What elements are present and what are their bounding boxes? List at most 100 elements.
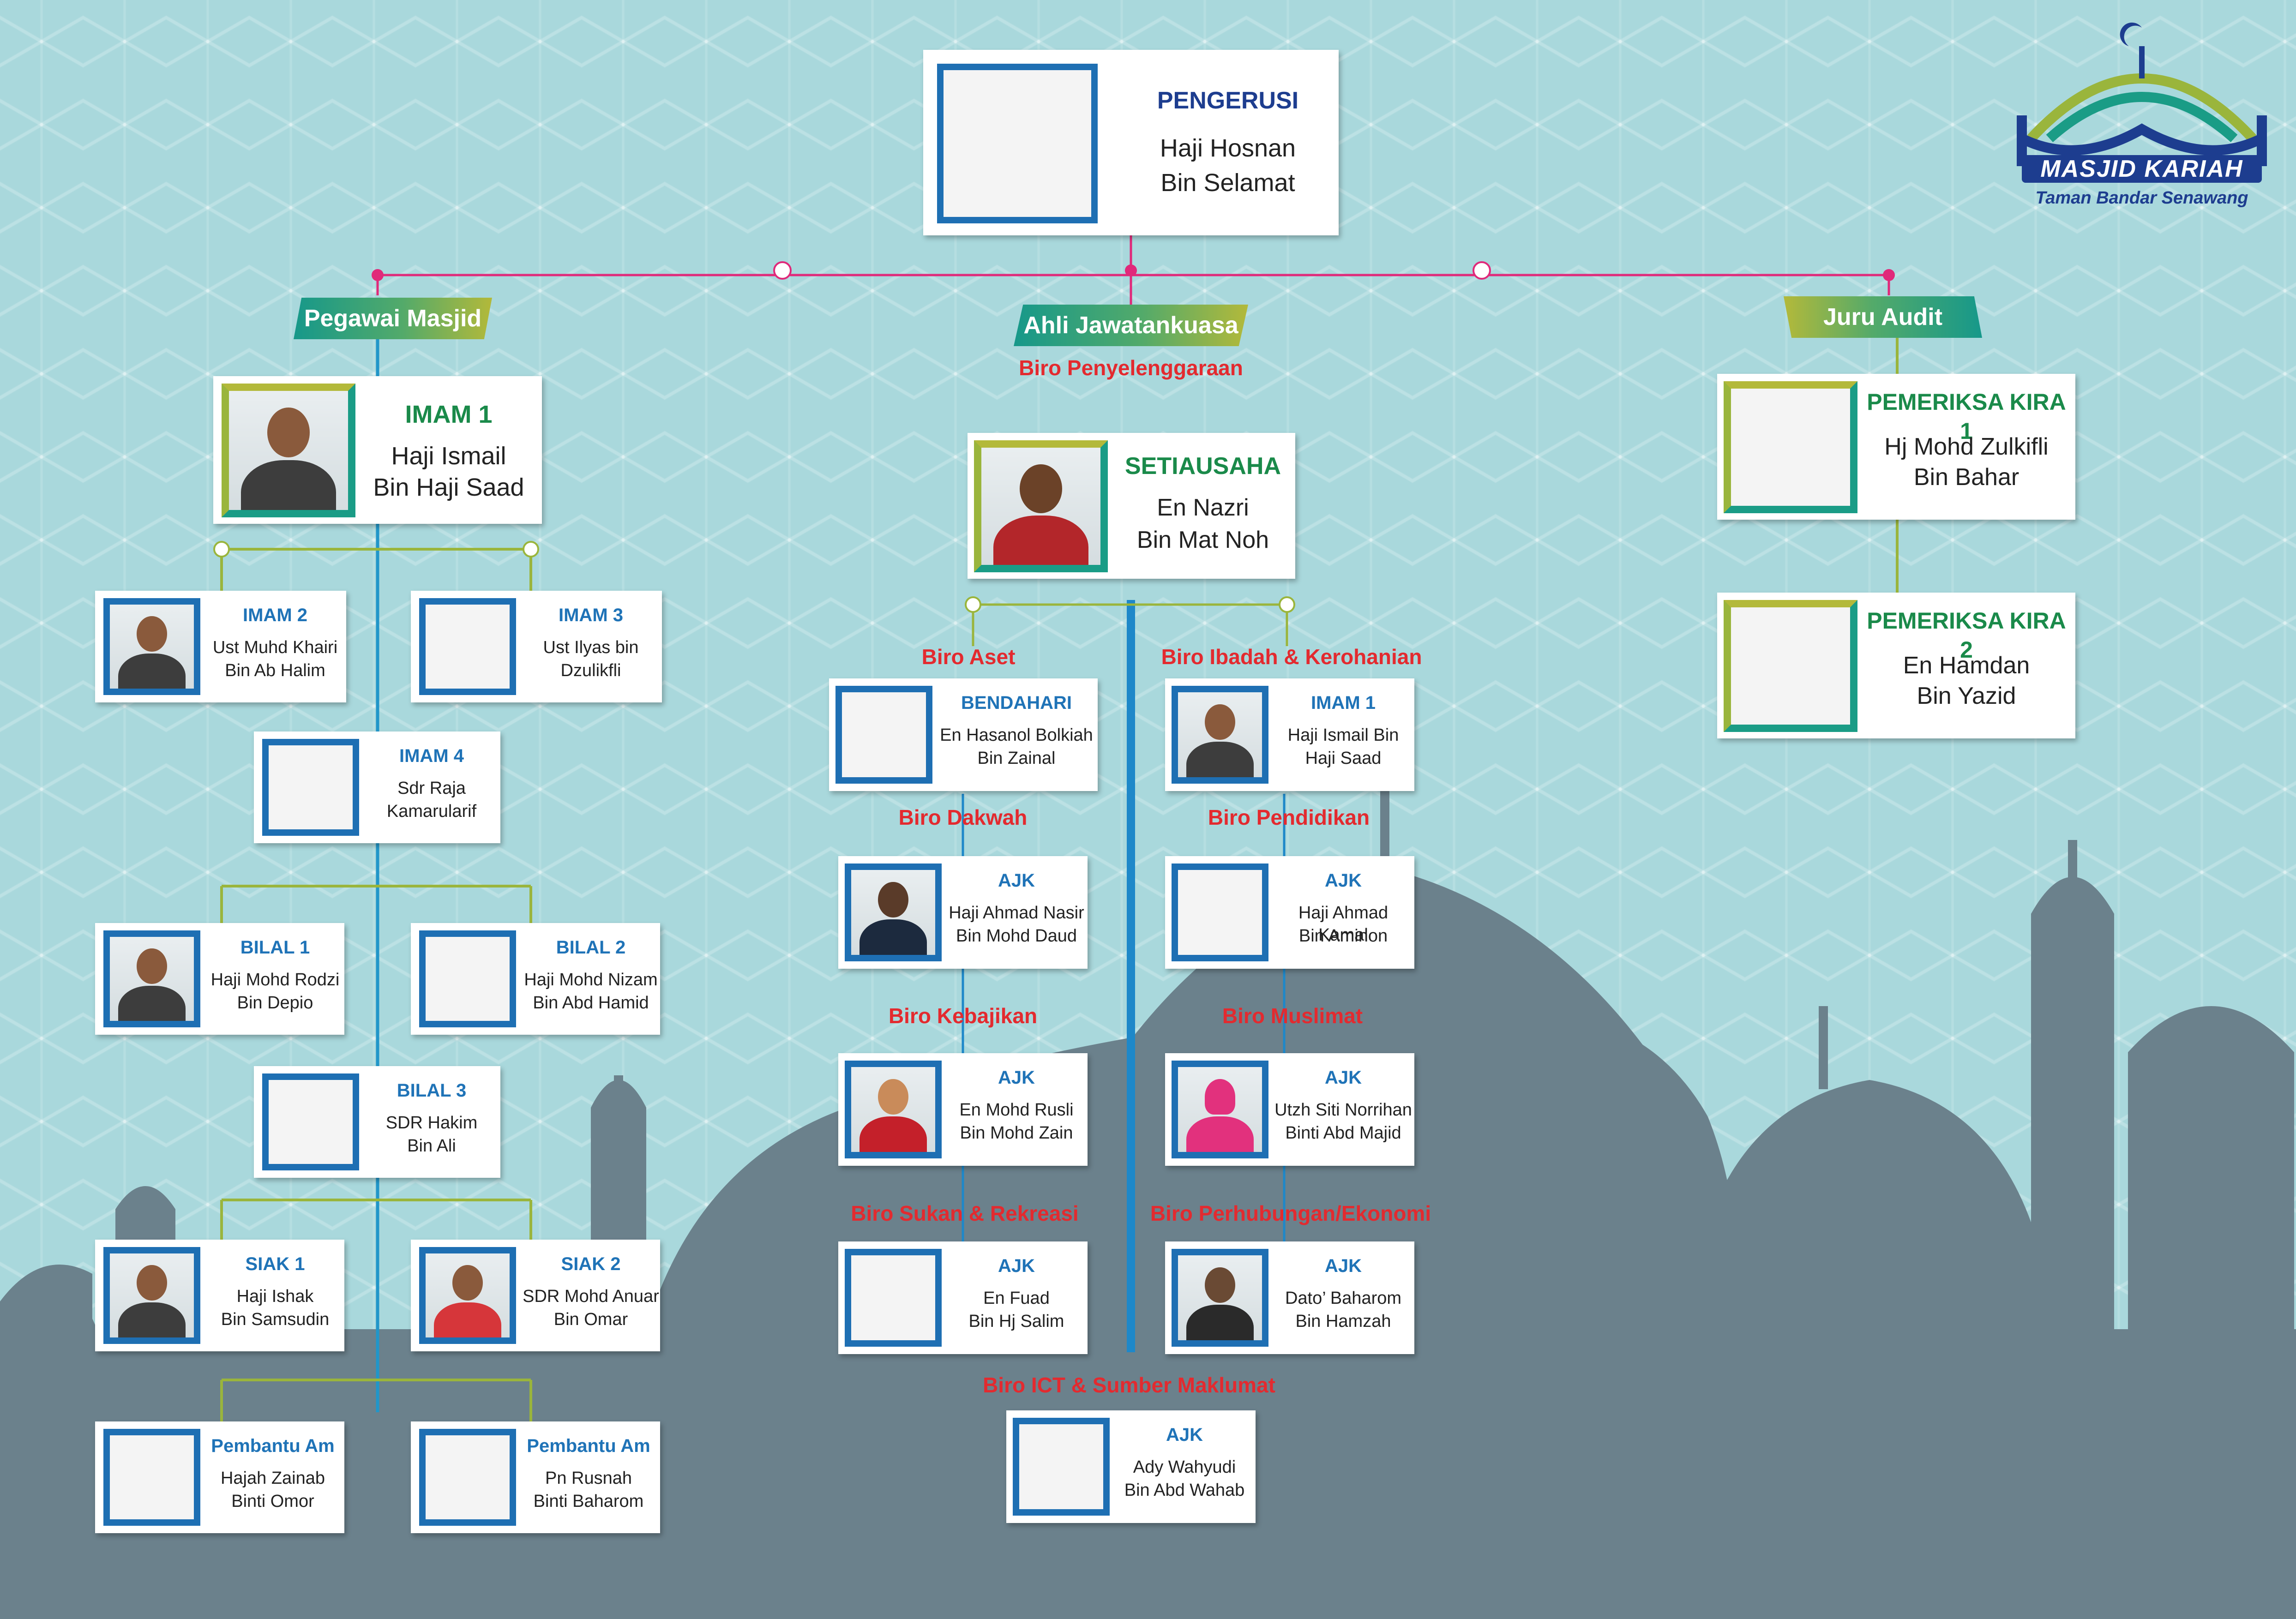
- ajk-ict-name-1: Ady Wahyudi: [1133, 1457, 1236, 1477]
- ajk-sukan-name-2: Bin Hj Salim: [968, 1312, 1064, 1331]
- tag-pegawai-masjid: Pegawai Masjid: [294, 298, 492, 339]
- bilal-3-role: BILAL 3: [397, 1080, 467, 1101]
- setiausaha-role: SETIAUSAHA: [1124, 453, 1281, 480]
- biro-sukan-rekreasi: Biro Sukan & Rekreasi: [851, 1201, 1079, 1225]
- pemeriksa-kira-1-role: PEMERIKSA KIRA 1: [1867, 389, 2066, 444]
- pengerusi-name-1: Haji Hosnan: [1160, 134, 1296, 162]
- photo-frame-icon: [845, 1061, 942, 1158]
- imam-4-role: IMAM 4: [399, 746, 464, 766]
- card-bilal-2: BILAL 2 Haji Mohd Nizam Bin Abd Hamid: [411, 923, 660, 1035]
- ajk-sukan-role: AJK: [998, 1256, 1035, 1276]
- ajk-imam-1-name-1: Haji Ismail Bin: [1287, 726, 1399, 745]
- photo-frame-icon: [103, 930, 200, 1027]
- imam-4-name-1: Sdr Raja: [397, 779, 466, 798]
- pembantu-am-1-name-2: Binti Omor: [231, 1492, 314, 1511]
- card-pemeriksa-kira-1: PEMERIKSA KIRA 1 Hj Mohd Zulkifli Bin Ba…: [1717, 374, 2075, 520]
- photo-frame-icon: [419, 930, 516, 1027]
- ajk-ict-name-2: Bin Abd Wahab: [1124, 1481, 1245, 1500]
- biro-aset: Biro Aset: [921, 645, 1016, 669]
- setiausaha-name-1: En Nazri: [1157, 494, 1249, 521]
- photo-frame-icon: [835, 686, 932, 784]
- ajk-pendidikan-role: AJK: [1324, 870, 1362, 891]
- siak-1-name-2: Bin Samsudin: [221, 1310, 330, 1329]
- siak-2-name-2: Bin Omar: [553, 1310, 628, 1329]
- biro-ict-sumber-maklumat: Biro ICT & Sumber Maklumat: [983, 1373, 1275, 1397]
- photo-frame-icon: [1172, 1249, 1268, 1347]
- photo-frame-icon: [1172, 863, 1268, 961]
- biro-kebajikan: Biro Kebajikan: [888, 1004, 1038, 1028]
- photo-frame-icon: [845, 1249, 942, 1347]
- imam-1-name-1: Haji Ismail: [391, 442, 506, 470]
- pembantu-am-2-role: Pembantu Am: [527, 1436, 650, 1456]
- photo-frame-icon: [262, 1073, 359, 1170]
- bendahari-name-2: Bin Zainal: [977, 749, 1056, 768]
- siak-2-name-1: SDR Mohd Anuar: [523, 1287, 659, 1306]
- bendahari-role: BENDAHARI: [961, 693, 1072, 713]
- pengerusi-name-2: Bin Selamat: [1160, 169, 1295, 197]
- pemeriksa-kira-2-role: PEMERIKSA KIRA 2: [1867, 608, 2066, 663]
- photo-frame-icon: [1013, 1418, 1110, 1516]
- ajk-imam-1-name-2: Haji Saad: [1305, 749, 1382, 768]
- biro-muslimat: Biro Muslimat: [1222, 1004, 1363, 1028]
- pembantu-am-2-name-2: Binti Baharom: [533, 1492, 644, 1511]
- pengerusi-role: PENGERUSI: [1157, 87, 1299, 114]
- biro-pendidikan: Biro Pendidikan: [1208, 805, 1370, 829]
- card-bilal-3: BILAL 3 SDR Hakim Bin Ali: [254, 1066, 500, 1178]
- logo-subtitle: Taman Bandar Senawang: [2035, 188, 2248, 208]
- pembantu-am-2-name-1: Pn Rusnah: [545, 1469, 632, 1488]
- pembantu-am-1-name-1: Hajah Zainab: [220, 1469, 325, 1488]
- photo-frame-icon: [419, 598, 516, 695]
- bilal-2-name-1: Haji Mohd Nizam: [524, 970, 658, 989]
- card-siak-2: SIAK 2 SDR Mohd Anuar Bin Omar: [411, 1240, 660, 1351]
- photo-frame-icon: [103, 1247, 200, 1344]
- ajk-pendidikan-name-2: Bin Aminon: [1298, 926, 1388, 946]
- card-pembantu-am-1: Pembantu Am Hajah Zainab Binti Omor: [95, 1421, 344, 1533]
- card-ajk-imam-1: IMAM 1 Haji Ismail Bin Haji Saad: [1165, 678, 1414, 791]
- siak-1-name-1: Haji Ishak: [236, 1287, 314, 1306]
- ajk-kebajikan-name-2: Bin Mohd Zain: [960, 1123, 1073, 1143]
- photo-frame-icon: [1724, 381, 1857, 513]
- bendahari-name-1: En Hasanol Bolkiah: [940, 726, 1093, 745]
- pembantu-am-1-role: Pembantu Am: [211, 1436, 335, 1456]
- siak-2-role: SIAK 2: [561, 1254, 621, 1274]
- ajk-ict-role: AJK: [1166, 1425, 1203, 1445]
- pemeriksa-kira-2-name-1: En Hamdan: [1903, 652, 2030, 679]
- pemeriksa-kira-1-name-2: Bin Bahar: [1913, 464, 2020, 491]
- pemeriksa-kira-1-name-1: Hj Mohd Zulkifli: [1884, 433, 2049, 460]
- ajk-kebajikan-role: AJK: [998, 1067, 1035, 1088]
- ajk-imam-1-role: IMAM 1: [1311, 693, 1376, 713]
- card-ajk-dakwah: AJK Haji Ahmad Nasir Bin Mohd Daud: [838, 856, 1088, 969]
- biro-dakwah: Biro Dakwah: [898, 805, 1028, 829]
- imam-1-name-2: Bin Haji Saad: [373, 474, 524, 501]
- imam-2-name-1: Ust Muhd Khairi: [212, 638, 338, 657]
- ajk-muslimat-name-1: Utzh Siti Norrihan: [1274, 1100, 1412, 1120]
- photo-frame-icon: [845, 863, 942, 961]
- ajk-kebajikan-name-1: En Mohd Rusli: [959, 1100, 1074, 1120]
- card-imam-2: IMAM 2 Ust Muhd Khairi Bin Ab Halim: [95, 591, 346, 702]
- tag-ahli-jawatankuasa: Ahli Jawatankuasa: [1014, 305, 1248, 346]
- bilal-1-name-2: Bin Depio: [237, 993, 313, 1013]
- card-bilal-1: BILAL 1 Haji Mohd Rodzi Bin Depio: [95, 923, 344, 1035]
- ajk-muslimat-name-2: Binti Abd Majid: [1285, 1123, 1401, 1143]
- bilal-1-role: BILAL 1: [240, 937, 310, 958]
- imam-4-name-2: Kamarularif: [386, 802, 477, 821]
- bilal-3-name-1: SDR Hakim: [385, 1113, 478, 1133]
- setiausaha-name-2: Bin Mat Noh: [1136, 527, 1269, 553]
- imam-3-name-1: Ust Ilyas bin: [543, 638, 639, 657]
- bilal-2-role: BILAL 2: [556, 937, 626, 958]
- card-imam-1: IMAM 1 Haji Ismail Bin Haji Saad: [213, 376, 542, 524]
- bilal-3-name-2: Bin Ali: [407, 1136, 456, 1156]
- card-pembantu-am-2: Pembantu Am Pn Rusnah Binti Baharom: [411, 1421, 660, 1533]
- card-ajk-muslimat: AJK Utzh Siti Norrihan Binti Abd Majid: [1165, 1053, 1414, 1166]
- pemeriksa-kira-2-name-2: Bin Yazid: [1917, 683, 2016, 709]
- imam-1-role: IMAM 1: [405, 401, 493, 428]
- card-ajk-kebajikan: AJK En Mohd Rusli Bin Mohd Zain: [838, 1053, 1088, 1166]
- card-ajk-pendidikan: AJK Haji Ahmad Kamal Bin Aminon: [1165, 856, 1414, 969]
- imam-2-name-2: Bin Ab Halim: [225, 661, 325, 680]
- ajk-dakwah-name-1: Haji Ahmad Nasir: [949, 903, 1084, 923]
- photo-frame-icon: [222, 384, 355, 517]
- ajk-perhubungan-name-2: Bin Hamzah: [1295, 1312, 1391, 1331]
